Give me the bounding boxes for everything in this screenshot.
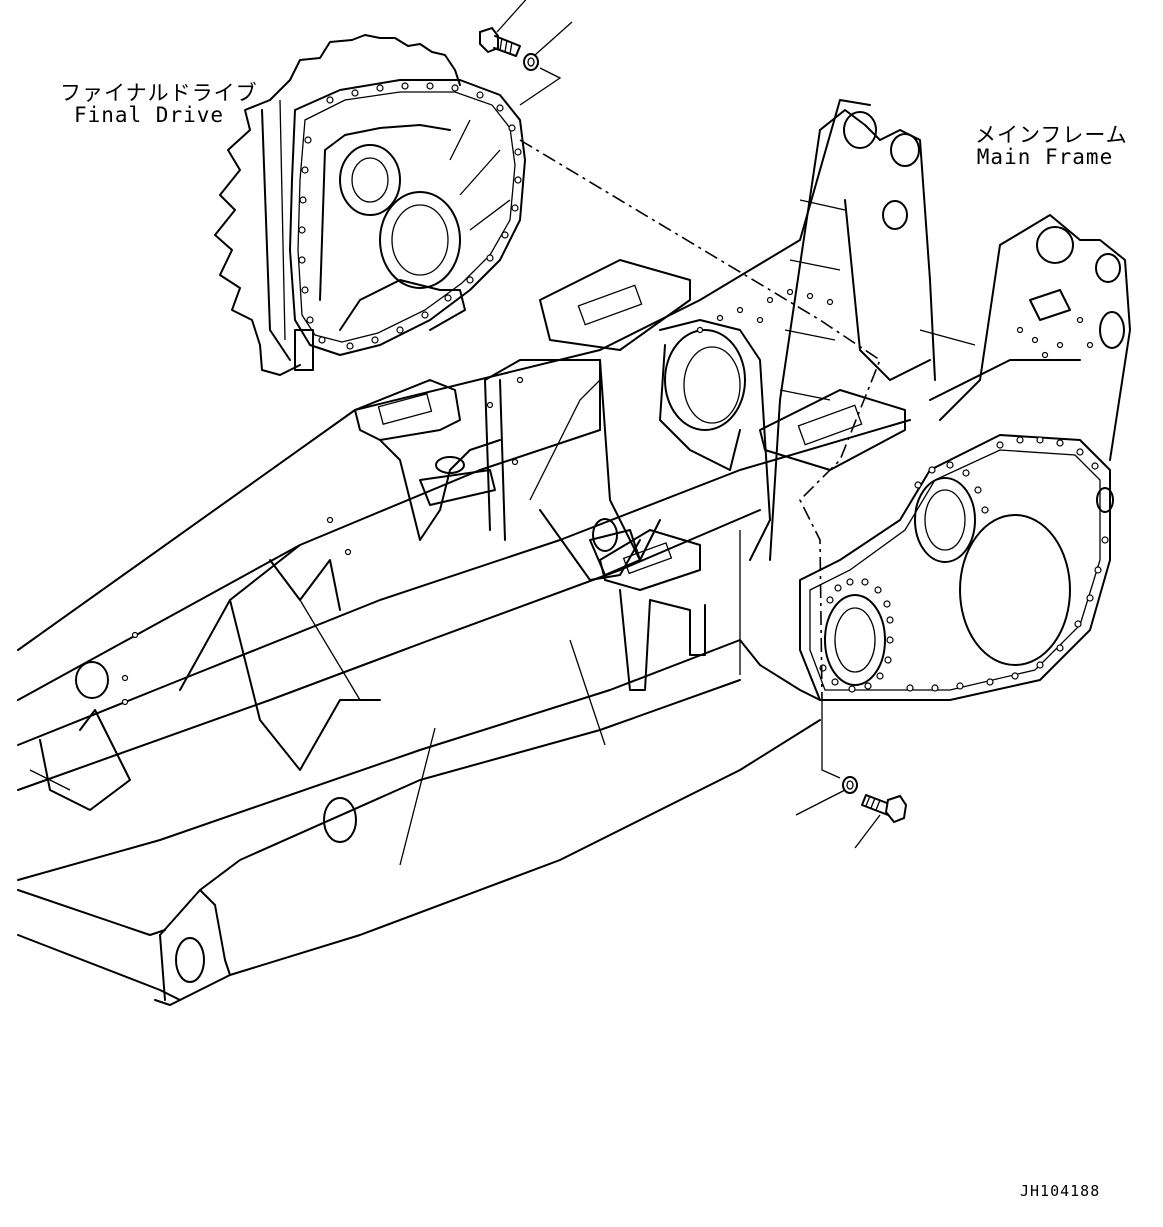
final-drive bbox=[214, 34, 526, 376]
main-frame bbox=[17, 99, 911, 1006]
upper-bolt-and-washer bbox=[479, 0, 573, 106]
final-drive-label-en: Final Drive bbox=[73, 103, 225, 127]
main-frame-label: メインフレーム Main Frame bbox=[975, 123, 1128, 169]
drawing-id: JH104188 bbox=[1020, 1182, 1101, 1200]
main-frame-label-ja: メインフレーム bbox=[975, 123, 1128, 147]
lower-bolt-and-washer bbox=[795, 700, 908, 849]
cross-member-brackets bbox=[354, 259, 906, 691]
mounting-holes bbox=[121, 288, 1109, 706]
main-frame-label-en: Main Frame bbox=[976, 145, 1114, 169]
final-drive-label-ja: ファイナルドライブ bbox=[60, 81, 258, 105]
rear-frame bbox=[121, 109, 1131, 706]
final-drive-label: ファイナルドライブ Final Drive bbox=[60, 81, 258, 127]
assembly-center-line bbox=[519, 139, 881, 701]
